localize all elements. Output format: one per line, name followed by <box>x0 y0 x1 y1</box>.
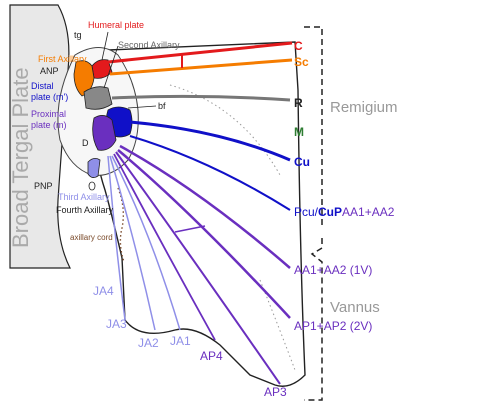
vein-anal-4 <box>113 153 216 341</box>
second-axillary-label: Second Axillary <box>118 40 180 50</box>
vein-label-ap3: AP3 <box>264 385 287 399</box>
vein-label-r: R <box>294 96 303 110</box>
first-axillary-label: First Axillary <box>38 54 87 64</box>
axillary-cord-label: axillary cord <box>70 233 113 242</box>
vein-label-aa1-aa2-1v: AA1+AA2 (1V) <box>294 263 372 277</box>
fourth-axillary <box>88 181 96 191</box>
vein-label-cup: CuP <box>318 205 342 219</box>
leader-second-axillary <box>103 45 119 89</box>
region-label-vannus: Vannus <box>330 299 380 316</box>
vein-label-pcu: Pcu/ <box>294 205 319 219</box>
vein-anal-cross <box>174 225 206 233</box>
vein-label-pcu-cup-aa: Pcu/CuPAA1+AA2 <box>294 205 395 219</box>
axillary-cord <box>117 187 125 263</box>
second-axillary <box>83 86 113 110</box>
vein-anal-1 <box>119 144 291 269</box>
third-axillary <box>87 158 101 178</box>
region-bracket <box>304 26 323 401</box>
vein-label-ja2: JA2 <box>138 336 159 350</box>
vein-label-cu: Cu <box>294 155 310 169</box>
bf-label: bf <box>158 101 166 111</box>
broad-tergal-plate-label: Broad Tergal Plate <box>8 67 33 248</box>
humeral-plate <box>91 59 113 79</box>
fourth-axillary-label: Fourth Axillary <box>56 205 114 215</box>
vein-cubitus <box>129 120 291 162</box>
vein-jugal-3 <box>107 155 126 321</box>
vein-label-ja1: JA1 <box>170 334 191 348</box>
vein-label-ap1-ap2-2v: AP1+AP2 (2V) <box>294 319 372 333</box>
pnp-label: PNP <box>34 181 53 191</box>
vein-label-ja4: JA4 <box>93 284 114 298</box>
leader-bf <box>127 105 157 109</box>
vein-label-m: M <box>294 125 304 139</box>
vein-anal-3 <box>115 151 281 385</box>
anp-label: ANP <box>40 66 59 76</box>
vein-label-ja3: JA3 <box>106 317 127 331</box>
vein-costa <box>107 41 293 64</box>
tg-label: tg <box>74 30 82 40</box>
vein-jugal-1 <box>111 155 181 331</box>
vein-radius <box>111 94 291 102</box>
proximal-plate <box>92 115 117 151</box>
d-label: D <box>82 138 89 148</box>
third-axillary-label: Third Axillary <box>58 192 110 202</box>
vein-jugal-2 <box>109 155 156 331</box>
humeral-plate-label: Humeral plate <box>88 20 144 30</box>
vein-anal-2 <box>117 149 291 319</box>
region-label-remigium: Remigium <box>330 99 398 116</box>
leader-humeral <box>101 31 109 61</box>
vein-label-ap4: AP4 <box>200 349 223 363</box>
vein-subcosta <box>109 58 293 76</box>
vein-cubitus-posterior <box>129 135 291 211</box>
vein-label-sc: Sc <box>294 55 309 69</box>
vein-label-aa1-aa2: AA1+AA2 <box>342 205 395 219</box>
vein-label-c: C <box>294 39 303 53</box>
